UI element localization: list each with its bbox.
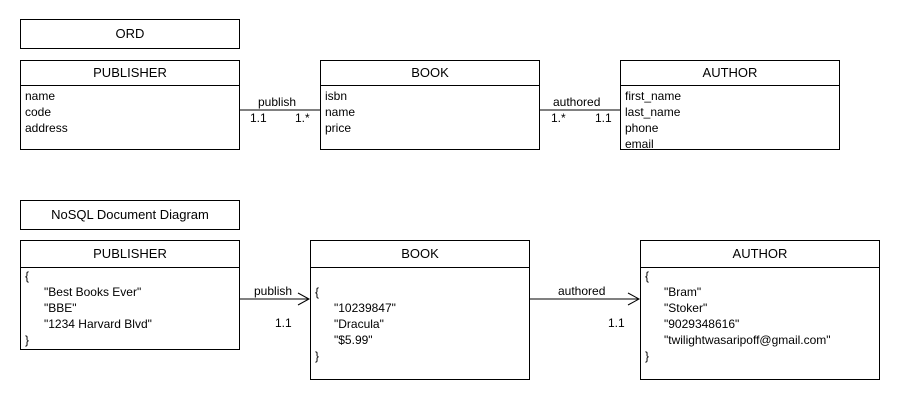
document-value: "Best Books Ever" [44,285,142,299]
nosql-publish-cardinality: 1.1 [275,316,292,330]
entity-name: PUBLISHER [21,61,239,86]
ord-authored-left-cardinality: 1.* [551,111,566,125]
document-value: "10239847" [334,301,396,315]
ord-authored-right-cardinality: 1.1 [595,111,612,125]
nosql-document-publisher: PUBLISHER { "Best Books Ever" "BBE" "123… [20,240,240,350]
attribute: phone [625,121,659,135]
open-brace: { [315,285,320,299]
document-name: PUBLISHER [21,241,239,268]
open-brace: { [645,269,650,283]
nosql-publish-label: publish [254,284,293,298]
document-value: "BBE" [44,301,77,315]
ord-entity-book: BOOK isbn name price [320,60,540,150]
ord-title: ORD [115,26,145,41]
document-value: "1234 Harvard Blvd" [44,317,152,331]
close-brace: } [645,349,650,363]
ord-publish-left-cardinality: 1.1 [250,111,267,125]
ord-publish-right-cardinality: 1.* [295,111,310,125]
ord-entity-author: AUTHOR first_name last_name phone email [620,60,840,151]
attribute: code [25,105,52,119]
document-name: AUTHOR [641,241,879,268]
document-value: "Dracula" [334,317,384,331]
attribute: last_name [625,105,681,119]
ord-publish-label: publish [258,95,297,109]
ord-entity-publisher: PUBLISHER name code address [20,60,240,150]
attribute: first_name [625,89,682,103]
document-value: "twilightwasaripoff@gmail.com" [664,333,831,347]
document-value: "Bram" [664,285,702,299]
close-brace: } [315,349,320,363]
attribute: email [625,137,654,151]
document-name: BOOK [311,241,529,268]
nosql-publish-arrowhead [297,292,311,306]
entity-name: BOOK [321,61,539,86]
document-value: "$5.99" [334,333,373,347]
attribute: name [325,105,356,119]
nosql-title: NoSQL Document Diagram [51,207,209,222]
attribute: address [25,121,68,135]
ord-title-box: ORD [20,19,240,49]
nosql-title-box: NoSQL Document Diagram [20,200,240,230]
entity-name: AUTHOR [621,61,839,86]
ord-authored-label: authored [553,95,601,109]
nosql-authored-label: authored [558,284,606,298]
open-brace: { [25,269,30,283]
nosql-authored-arrowhead [627,292,641,306]
nosql-document-author: AUTHOR { "Bram" "Stoker" "9029348616" "t… [640,240,880,380]
document-value: "9029348616" [664,317,740,331]
attribute: price [325,121,352,135]
nosql-document-book: BOOK { "10239847" "Dracula" "$5.99" } [310,240,530,380]
attribute: isbn [325,89,348,103]
nosql-authored-cardinality: 1.1 [608,316,625,330]
attribute: name [25,89,56,103]
close-brace: } [25,333,30,347]
document-value: "Stoker" [664,301,708,315]
